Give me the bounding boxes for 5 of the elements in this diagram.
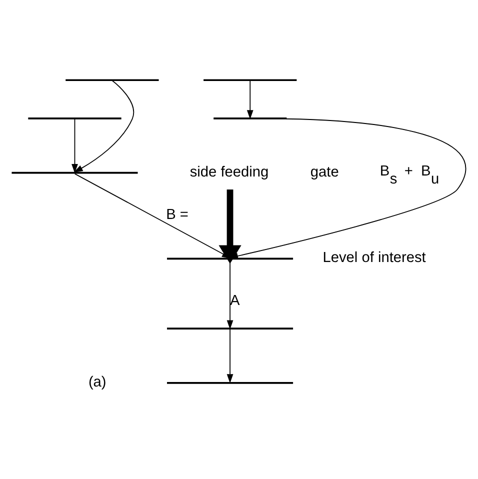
node-text: side feeding [190,164,269,180]
edge-label: B = [166,207,188,224]
label: gate [310,164,339,180]
node-label: Level of interest [322,250,426,266]
label: (a) [88,374,106,390]
